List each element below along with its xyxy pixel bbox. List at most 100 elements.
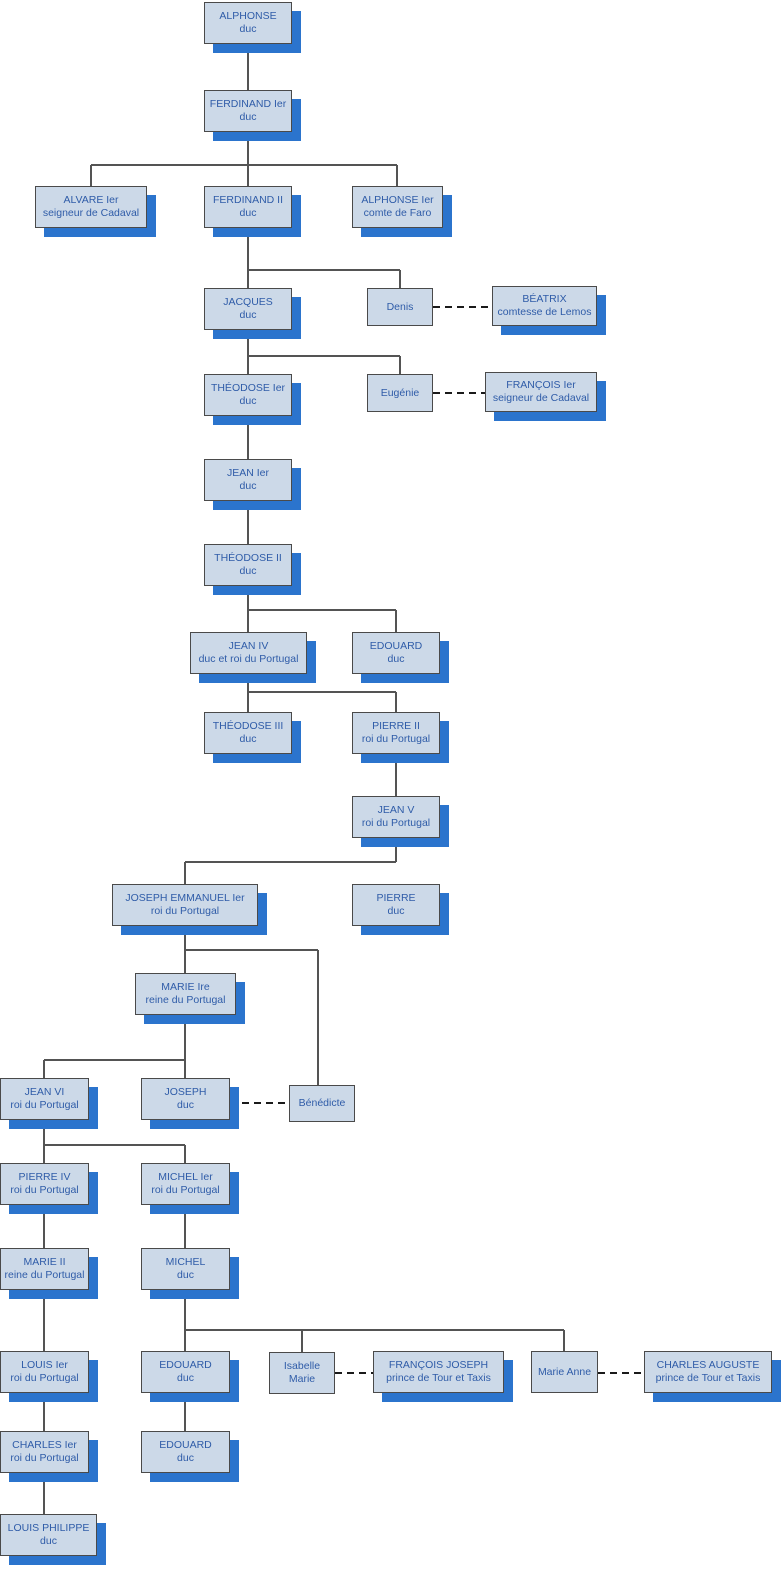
person-title: duc et roi du Portugal — [198, 653, 299, 665]
person-name: JEAN VI — [24, 1086, 65, 1098]
person-title: Marie — [288, 1373, 316, 1385]
person-title: duc — [239, 207, 257, 219]
person-title: comte de Faro — [363, 207, 432, 219]
person-title: duc — [239, 480, 257, 492]
person-title: comtesse de Lemos — [497, 306, 592, 318]
person-name: FRANÇOIS Ier — [506, 379, 576, 391]
descent-connector — [184, 1290, 565, 1352]
person-name: JEAN V — [377, 804, 415, 816]
person-title: duc — [239, 309, 257, 321]
person-name: LOUIS PHILIPPE — [7, 1522, 90, 1534]
person-title: seigneur de Cadaval — [492, 392, 590, 404]
person-name: MICHEL — [165, 1256, 206, 1268]
person-name: EDOUARD — [159, 1439, 212, 1451]
person-title: duc — [387, 653, 405, 665]
person-name: THÉODOSE II — [214, 552, 282, 564]
person-node-eugenie[interactable]: Eugénie — [367, 374, 433, 412]
person-title: roi du Portugal — [361, 817, 431, 829]
person-name: EDOUARD — [159, 1359, 212, 1371]
person-name: PIERRE — [376, 892, 416, 904]
person-name: LOUIS Ier — [21, 1359, 68, 1371]
person-name: MICHEL Ier — [158, 1171, 213, 1183]
person-node-marie_anne[interactable]: Marie Anne — [531, 1351, 598, 1393]
person-title: roi du Portugal — [10, 1452, 79, 1464]
person-title: duc — [239, 23, 257, 35]
person-name: THÉODOSE Ier — [210, 382, 286, 394]
person-node-benedicte[interactable]: Bénédicte — [289, 1085, 355, 1122]
person-name: MARIE Ire — [161, 981, 210, 993]
person-title: duc — [239, 565, 257, 577]
person-name: ALPHONSE Ier — [361, 194, 434, 206]
person-name: ALVARE Ier — [63, 194, 119, 206]
person-name: BÉATRIX — [522, 293, 567, 305]
descent-connector — [247, 330, 401, 374]
person-name: FERDINAND II — [212, 194, 283, 206]
person-title: duc — [177, 1099, 194, 1111]
person-name: EDOUARD — [369, 640, 423, 652]
person-name: CHARLES Ier — [12, 1439, 77, 1451]
person-name: Eugénie — [380, 386, 420, 399]
person-title: duc — [177, 1269, 194, 1281]
descent-connector — [43, 1120, 186, 1163]
person-title: duc — [239, 733, 257, 745]
person-name: JOSEPH EMMANUEL Ier — [125, 892, 245, 904]
person-node-denis[interactable]: Denis — [367, 288, 433, 326]
person-title: roi du Portugal — [361, 733, 431, 745]
person-title: duc — [177, 1372, 194, 1384]
person-name: THÉODOSE III — [212, 720, 284, 732]
descent-connector — [184, 926, 319, 1085]
person-name: JEAN Ier — [226, 467, 269, 479]
person-name: PIERRE IV — [18, 1171, 71, 1183]
person-title: prince de Tour et Taxis — [655, 1372, 761, 1384]
person-title: roi du Portugal — [150, 905, 220, 917]
descent-connector — [90, 132, 398, 186]
person-title: seigneur de Cadaval — [42, 207, 140, 219]
person-name: MARIE II — [23, 1256, 66, 1268]
person-title: roi du Portugal — [151, 1184, 220, 1196]
marriage-lines — [230, 306, 644, 1374]
person-name: JEAN IV — [228, 640, 269, 652]
person-name: FRANÇOIS JOSEPH — [388, 1359, 489, 1371]
person-name: Bénédicte — [298, 1097, 346, 1109]
person-title: duc — [239, 395, 257, 407]
person-title: duc — [387, 905, 405, 917]
person-title: roi du Portugal — [10, 1184, 79, 1196]
person-name: PIERRE II — [372, 720, 420, 732]
person-title: reine du Portugal — [145, 994, 226, 1006]
person-title: roi du Portugal — [10, 1372, 79, 1384]
